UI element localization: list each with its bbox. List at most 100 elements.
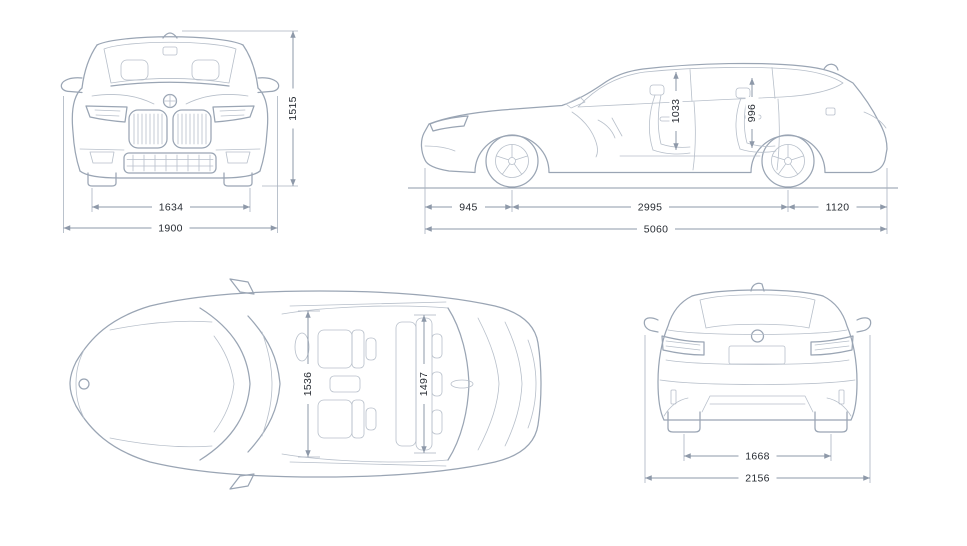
front-seat-back [649,94,656,151]
rear-wheel-tire [761,134,815,188]
hood-seam-lower [109,437,213,448]
rearview-mirror [162,46,178,56]
windshield-base [199,307,251,461]
side-mirror-left [60,77,83,94]
rear-wheel-spokes [771,144,805,175]
hood-crease-right [185,94,249,105]
wheel-arch-left [663,397,689,417]
grille-slats-left [133,113,163,145]
extension-lines [424,168,888,234]
hood-crease-left [91,94,155,105]
front-seat-left-back [351,329,365,369]
headlight-left [85,105,128,123]
body-side-left-rear [657,295,693,421]
a-pillar-left [81,44,98,89]
wiper-line [213,335,235,433]
rear-window-base [477,317,500,451]
mirror-side [565,96,586,109]
center-console [329,375,361,393]
rear-headrest-1 [431,333,443,359]
extension-lines [63,30,298,233]
grille-slats-right [177,113,207,145]
roof-edge-upper [281,305,449,315]
license-plate [728,345,786,365]
front-wheel-left [87,172,117,187]
dim-track-front: 1634 [159,202,184,214]
tailgate-line [504,321,523,447]
front-view-dimensions: 1634 1900 1515 [63,30,300,235]
cowl-line [110,81,230,87]
body-side-left [71,87,83,172]
front-wheel-hub [508,157,516,165]
side-view: 1033 996 945 2995 1120 5060 [408,62,898,236]
headlight-right-detail [219,109,246,117]
fog-slot-left [89,151,115,164]
mirror-rear-right [856,317,872,333]
windshield [103,41,237,84]
front-bumper-line [424,145,456,152]
front-seat-right-cushion [317,399,353,439]
side-view-car [420,62,888,188]
headlight-right [212,105,255,123]
roof-line-rear [691,289,824,297]
shoulder-line [667,329,848,335]
taillight-left-slats [665,340,701,351]
brand-badge-top [78,378,90,390]
front-seat-headrest [649,84,665,96]
side-view-dimensions: 1033 996 945 2995 1120 5060 [408,72,898,236]
front-seat-left-cushion [317,329,353,369]
rear-view: 1668 2156 [643,282,872,485]
kidney-grille-left [128,109,168,149]
rear-view-dimensions: 1668 2156 [644,335,871,485]
mirror-top-right [229,473,255,490]
rear-seat-headrest [735,87,751,99]
top-view-dimensions: 1536 1497 [298,310,436,458]
antenna-fin-rear [750,282,765,292]
dim-headroom-rear: 996 [746,104,758,122]
lower-intake [123,152,217,174]
rear-headrest-3 [431,409,443,435]
dim-width: 1900 [158,223,183,235]
wheel-arch-right [826,397,852,417]
headlight-left-detail [94,109,121,117]
top-view: 1536 1497 [69,278,542,490]
front-seat-inner [657,94,691,148]
front-view: 1634 1900 1515 [60,30,300,235]
fuel-flap [825,107,836,116]
headrest-left [120,59,149,81]
side-mirror-right [257,77,280,94]
roof-line [96,36,244,46]
diffuser [701,395,814,413]
window-outline [577,66,844,108]
dim-track-rear: 1668 [745,451,770,463]
roof-rail-upper [289,301,447,307]
rear-headrest-2 [431,371,443,397]
rear-window [699,294,816,329]
dim-overhang-front: 945 [459,202,477,214]
rear-wheel-left [667,411,701,433]
front-wheel-tire [485,134,539,188]
bumper-bottom [79,170,261,179]
steering-wheel-top [294,332,310,362]
antenna-fin-top [450,379,474,389]
front-seat-right-back [351,399,365,439]
top-view-car [69,278,542,490]
taillight-right [810,335,854,356]
steering-wheel [597,117,623,139]
door-seam-rear [776,98,780,171]
front-seat-right-headrest [365,407,377,431]
rear-seat-inner [743,97,776,147]
kidney-grille-right [172,109,212,149]
hood-seam-upper [109,320,213,331]
rear-wheel-right [814,411,848,433]
front-view-car [60,32,280,187]
front-bumper-inner [75,349,85,419]
taillight-left [661,335,705,356]
front-seat-left-headrest [365,337,377,361]
dim-height: 1515 [287,96,299,121]
roof-antenna-fin [823,63,839,71]
a-pillar-right [242,44,259,89]
dim-interior-width-rear: 1497 [418,372,430,397]
rear-view-car [643,282,872,433]
